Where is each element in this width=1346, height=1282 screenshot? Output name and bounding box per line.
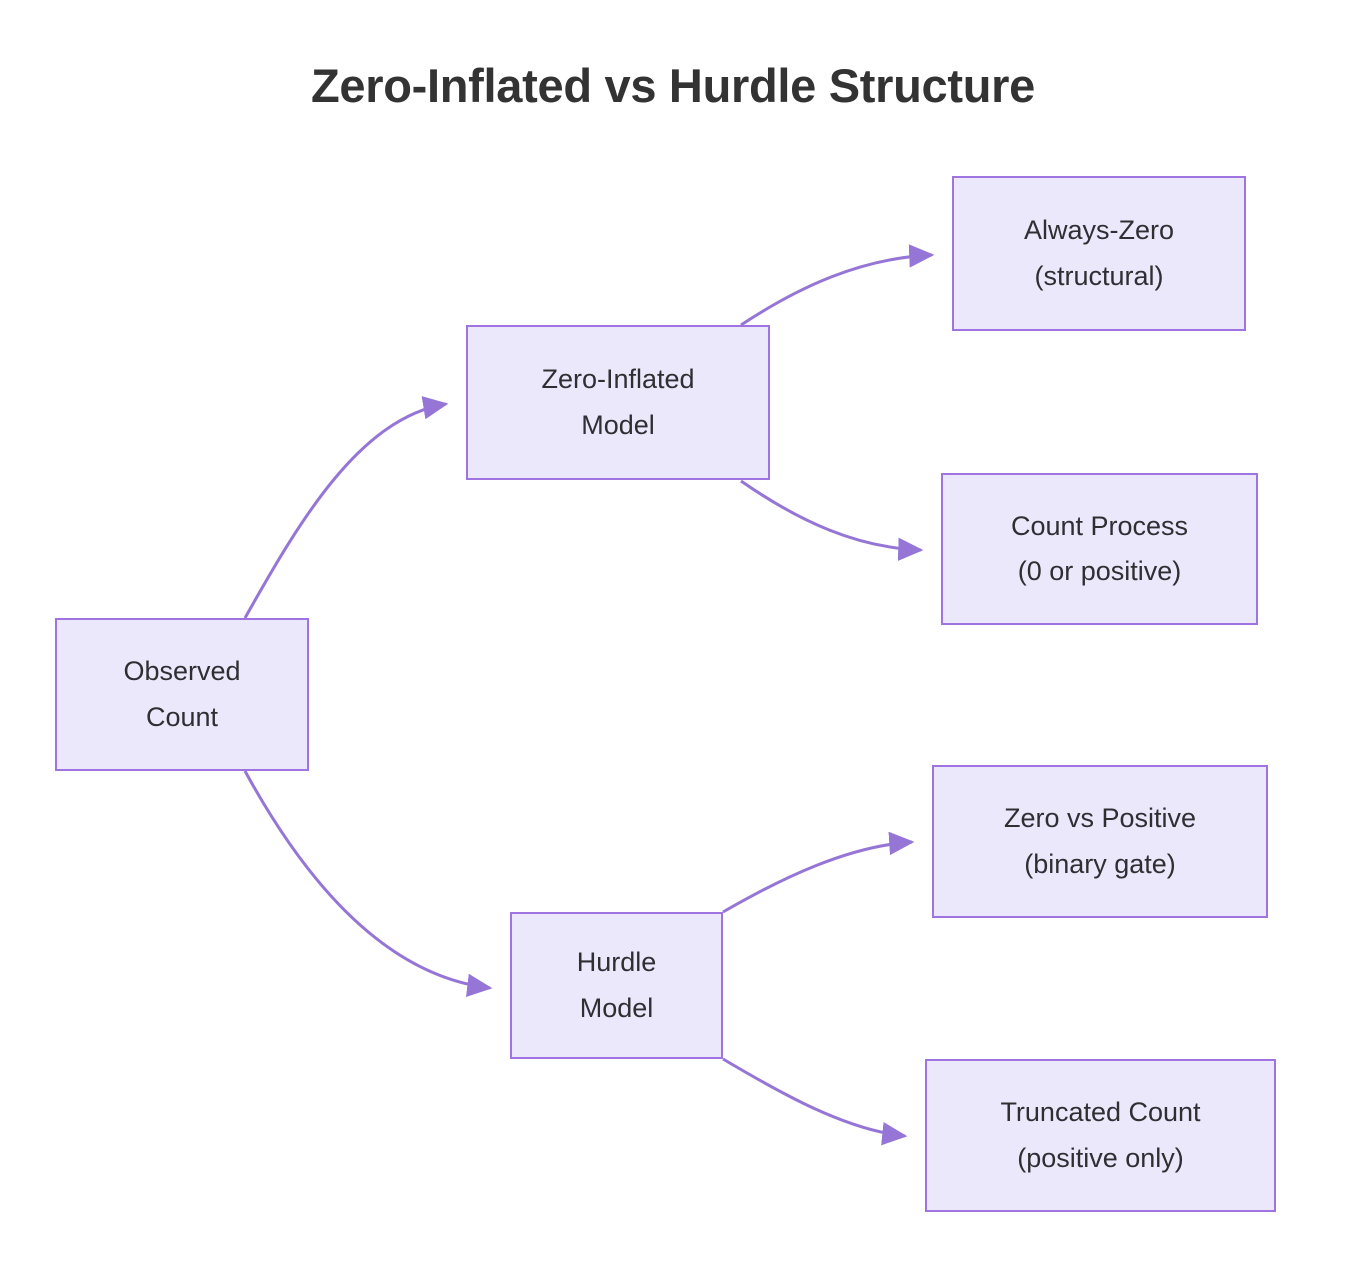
edge-observed-to-hurdle bbox=[243, 770, 493, 997]
node-zero-vs-positive-line2: (binary gate) bbox=[1024, 848, 1176, 879]
node-always-zero[interactable]: Always-Zero (structural) bbox=[952, 176, 1246, 331]
node-truncated-count-line2: (positive only) bbox=[1017, 1142, 1184, 1173]
edge-hurdle-to-truncated-count bbox=[722, 1057, 908, 1146]
node-count-process-line2: (0 or positive) bbox=[1017, 556, 1182, 586]
node-always-zero-line1: Always-Zero bbox=[1023, 215, 1175, 246]
node-truncated-count[interactable]: Truncated Count (positive only) bbox=[925, 1059, 1276, 1212]
node-zero-inflated-model-line2: Model bbox=[581, 409, 655, 440]
edge-observed-to-zero-inflated bbox=[243, 396, 449, 619]
node-hurdle-model-line2: Model bbox=[579, 992, 654, 1023]
node-observed-count[interactable]: Observed Count bbox=[55, 618, 309, 771]
node-observed-count-line1: Observed bbox=[123, 656, 241, 687]
node-always-zero-line2: (structural) bbox=[1034, 260, 1164, 291]
node-hurdle-model[interactable]: Hurdle Model bbox=[510, 912, 723, 1059]
page-title: Zero-Inflated vs Hurdle Structure bbox=[311, 59, 1035, 112]
node-count-process-line1: Count Process bbox=[1010, 510, 1189, 541]
node-zero-vs-positive-line1: Zero vs Positive bbox=[1003, 803, 1197, 834]
node-observed-count-line2: Count bbox=[145, 701, 219, 732]
edge-hurdle-to-zero-vs-positive bbox=[722, 831, 915, 914]
node-truncated-count-line1: Truncated Count bbox=[1000, 1097, 1201, 1128]
edge-zero-inflated-to-count-process bbox=[740, 479, 924, 561]
node-zero-vs-positive[interactable]: Zero vs Positive (binary gate) bbox=[932, 765, 1268, 918]
node-zero-inflated-model[interactable]: Zero-Inflated Model bbox=[466, 325, 770, 480]
edge-zero-inflated-to-always-zero bbox=[740, 244, 935, 327]
node-hurdle-model-line1: Hurdle bbox=[576, 947, 657, 978]
node-count-process[interactable]: Count Process (0 or positive) bbox=[941, 473, 1258, 625]
node-zero-inflated-model-line1: Zero-Inflated bbox=[541, 364, 695, 395]
